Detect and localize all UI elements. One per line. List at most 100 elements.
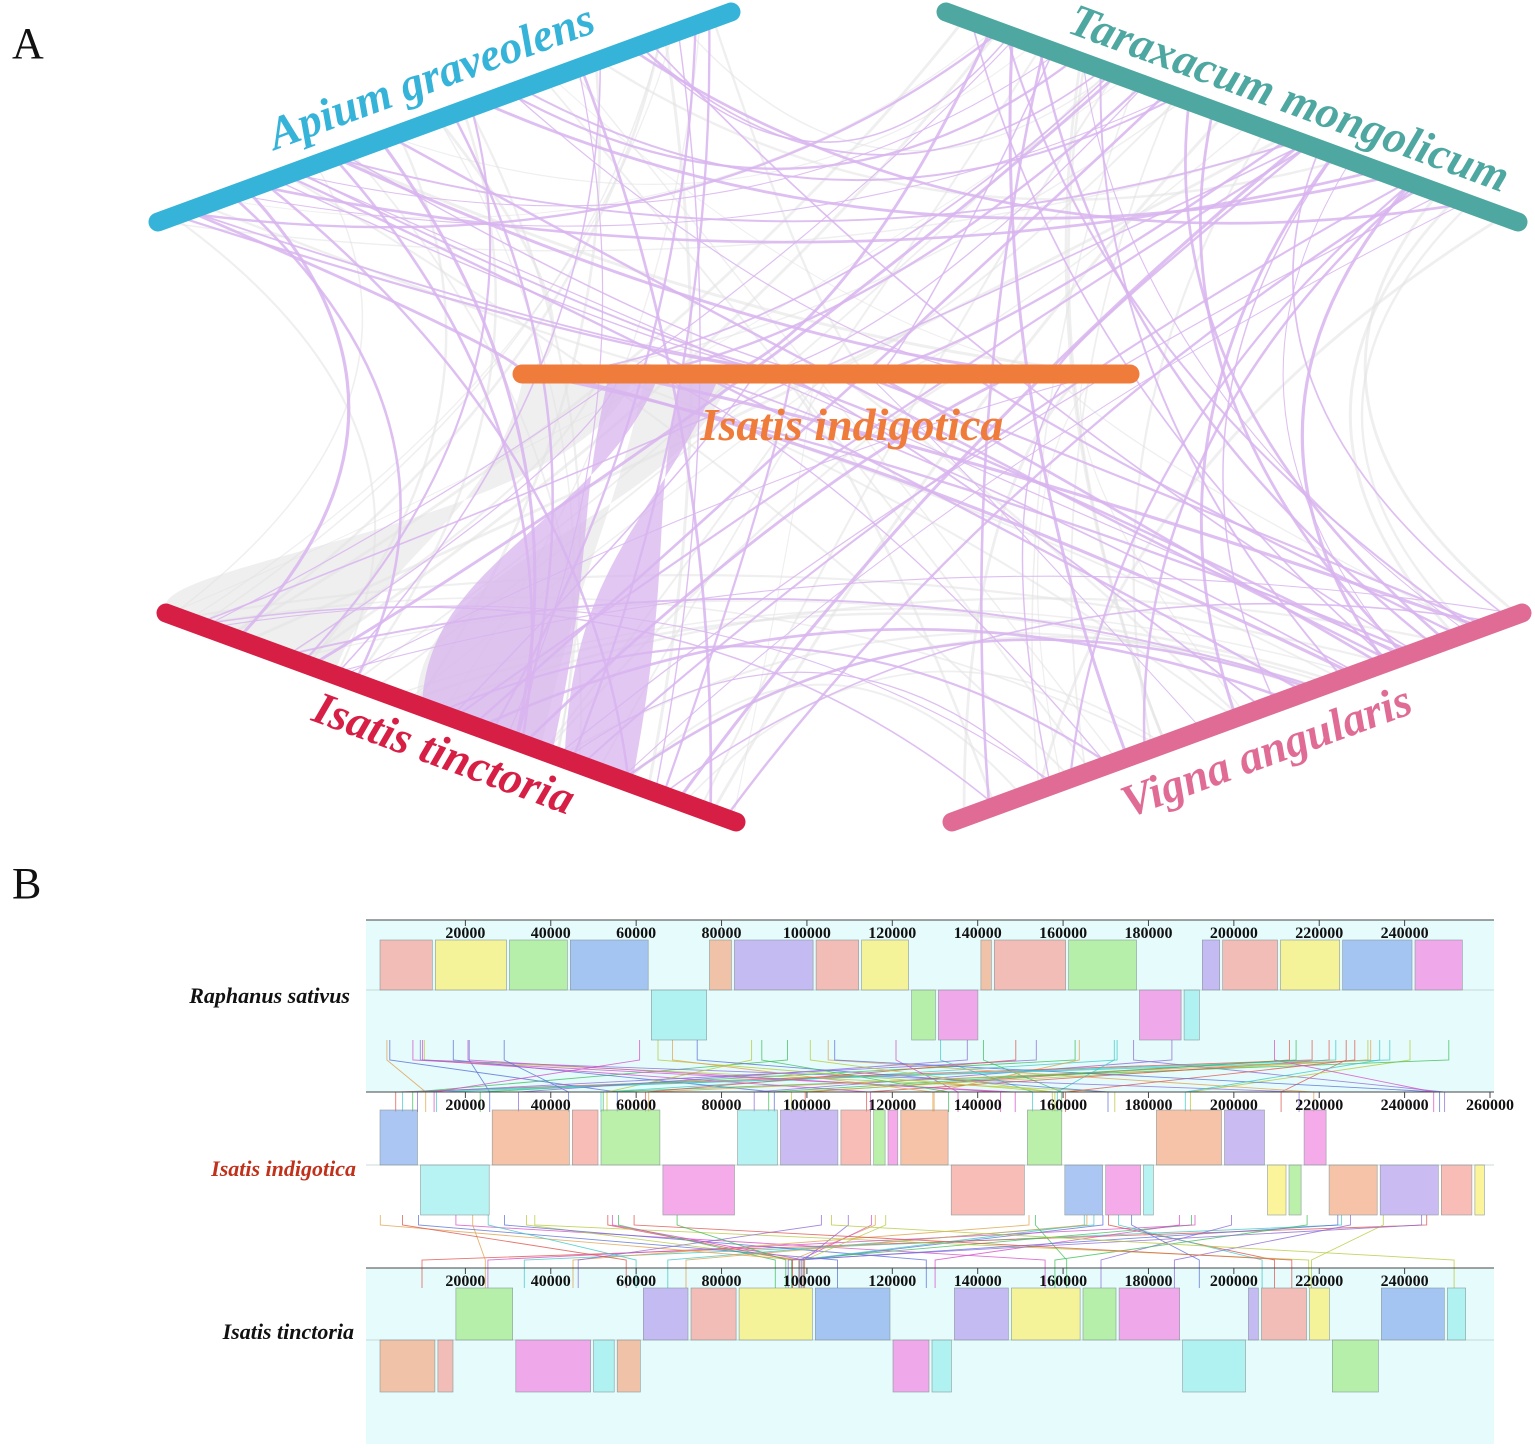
highlight-link: [656, 373, 1108, 766]
highlight-link: [783, 373, 1264, 709]
connector-line: [804, 1040, 1290, 1112]
highlight-link: [729, 27, 993, 376]
lcb-block: [1139, 989, 1182, 1041]
lcb-block: [379, 939, 433, 991]
tick-label: 80000: [702, 1273, 742, 1290]
highlight-link: [207, 605, 1056, 785]
connector-line: [418, 1215, 838, 1288]
lcb-block: [1082, 1287, 1117, 1341]
lcb-block: [379, 1109, 418, 1166]
highlight-link: [520, 87, 1178, 182]
highlight-link: [273, 178, 789, 375]
lcb-block: [1202, 939, 1221, 991]
background-link: [731, 373, 815, 821]
highlight-link: [621, 638, 1315, 782]
connector-line: [504, 1215, 927, 1288]
highlight-link: [617, 372, 1483, 630]
lcb-block: [1381, 1287, 1445, 1341]
lcb-block: [1068, 939, 1137, 991]
tick-label: 120000: [868, 1273, 916, 1290]
lcb-block: [900, 1109, 949, 1166]
tick-label: 140000: [954, 925, 1002, 942]
lcb-block: [1182, 1339, 1246, 1393]
lcb-block: [1105, 1164, 1141, 1216]
track-name-isatis-indigotica: Isatis indigotica: [210, 1156, 356, 1181]
connector-line: [412, 1040, 1016, 1112]
lcb-block: [650, 989, 707, 1041]
highlight-link: [1282, 160, 1404, 658]
background-link: [551, 77, 1066, 375]
lcb-block: [571, 1109, 599, 1166]
connector-line: [452, 1040, 775, 1112]
tick-label: 20000: [445, 925, 485, 942]
connector-line: [940, 1040, 1034, 1112]
highlight-link: [282, 597, 1319, 689]
tick-label: 40000: [531, 1273, 571, 1290]
connector-line: [412, 1040, 788, 1112]
highlight-link: [661, 602, 1498, 796]
connector-line: [798, 1215, 1339, 1288]
tick-label: 180000: [1124, 925, 1172, 942]
highlight-link: [1300, 181, 1413, 664]
background-link: [1037, 215, 1505, 791]
connector-line: [648, 1040, 1372, 1112]
highlight-ribbon: [422, 383, 656, 747]
connector-line: [1274, 1040, 1435, 1112]
highlight-link: [639, 34, 1011, 143]
connector-line: [487, 1215, 1196, 1288]
connector-line: [1280, 1040, 1347, 1112]
highlight-link: [566, 72, 1113, 375]
highlight-ribbon: [565, 383, 717, 776]
lcb-block: [1288, 1164, 1302, 1216]
lcb-block: [1183, 989, 1200, 1041]
lcb-block: [690, 1287, 737, 1341]
tick-label: 240000: [1381, 1273, 1429, 1290]
highlight-link: [296, 170, 794, 375]
background-link: [625, 683, 1023, 797]
lcb-block: [780, 1109, 839, 1166]
lcb-block: [815, 939, 859, 991]
connector-line: [433, 1040, 641, 1112]
connector-line: [389, 1040, 618, 1112]
tick-label: 180000: [1124, 1273, 1172, 1290]
connector-line: [827, 1040, 1315, 1112]
background-link: [571, 69, 1119, 762]
lcb-block: [873, 1109, 886, 1166]
highlight-link: [1222, 154, 1336, 704]
connector-line: [685, 1215, 1088, 1288]
connector-line: [667, 1215, 1095, 1288]
connector-line: [1311, 1215, 1384, 1288]
lcb-block: [892, 1339, 930, 1393]
highlight-link: [508, 58, 1076, 170]
lcb-block: [593, 1339, 615, 1393]
highlight-link: [333, 156, 1043, 376]
lcb-block: [1011, 1287, 1081, 1341]
lcb-block: [437, 1339, 454, 1393]
lcb-block: [737, 1109, 778, 1166]
connector-line: [791, 1040, 1369, 1112]
background-ribbon: [166, 383, 632, 667]
connector-line: [1133, 1040, 1446, 1112]
connector-line: [801, 1215, 1104, 1288]
lcb-block: [954, 1287, 1009, 1341]
lcb-block: [455, 1287, 513, 1341]
lcb-block: [1328, 1164, 1378, 1216]
highlight-link: [471, 92, 1168, 727]
highlight-link: [619, 202, 1466, 780]
highlight-link: [333, 140, 1298, 223]
lcb-block: [1261, 1287, 1307, 1341]
lcb-block: [938, 989, 979, 1041]
connector-line: [417, 1040, 1037, 1112]
lcb-block: [861, 939, 909, 991]
lcb-block: [1309, 1287, 1330, 1341]
highlight-link: [1004, 33, 1477, 631]
connector-line: [1189, 1040, 1411, 1112]
highlight-link: [866, 373, 1203, 731]
highlight-link: [1198, 109, 1407, 657]
lcb-block: [420, 1164, 490, 1216]
connector-line: [1131, 1215, 1200, 1288]
highlight-link: [1052, 144, 1310, 375]
background-link: [285, 174, 1072, 780]
panel-a: A Apium graveolens Taraxacum mongolicum …: [12, 0, 1532, 832]
highlight-link: [1200, 153, 1336, 719]
